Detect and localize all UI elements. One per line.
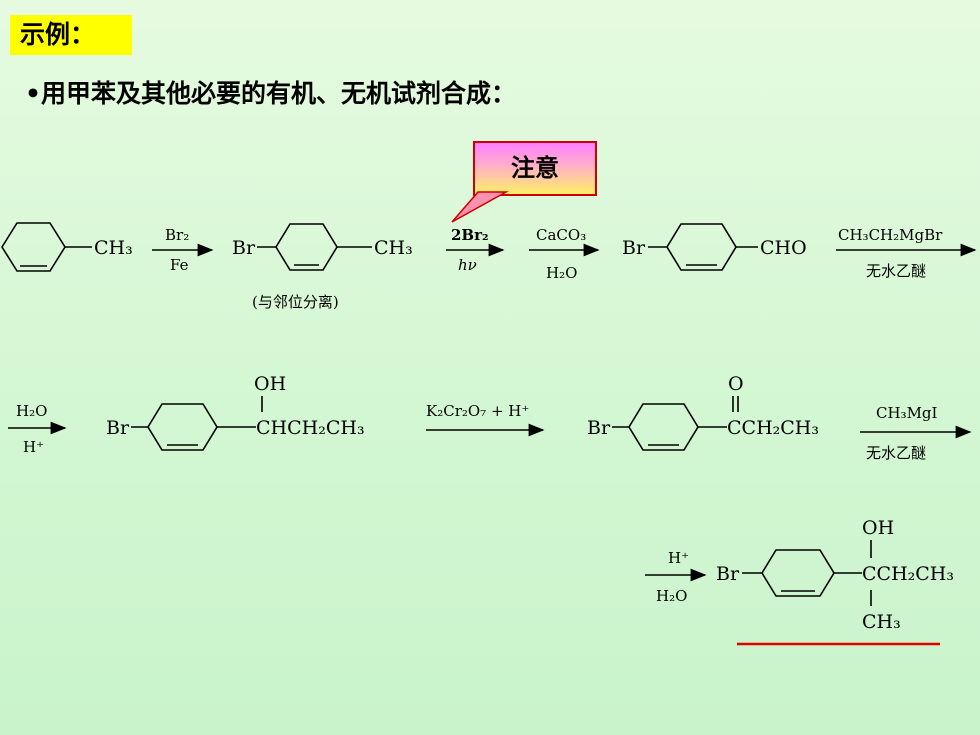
separation-note: (与邻位分离) (252, 293, 339, 311)
step8-acid: H⁺ (668, 549, 689, 567)
aldehyde-ring (648, 223, 758, 271)
aldehyde-group: CHO (760, 237, 807, 259)
step8-water: H₂O (656, 587, 687, 605)
alcohol-chain: CHCH₂CH₃ (256, 417, 365, 439)
step3-reagent: CaCO₃ (536, 226, 586, 244)
note-callout: 注意 (473, 141, 597, 196)
aldehyde-br: Br (622, 237, 646, 259)
alcohol-hydroxyl: OH (254, 373, 286, 395)
p-bromotoluene-methyl: CH₃ (374, 237, 413, 259)
step1-catalyst: Fe (170, 256, 189, 274)
step7-reagent: CH₃MgI (876, 404, 938, 422)
ketone-chain: CCH₂CH₃ (727, 417, 819, 439)
ketone-ring (612, 396, 739, 451)
product-hydroxyl: OH (862, 517, 894, 539)
step5-acid: H⁺ (23, 438, 44, 456)
step3-solvent: H₂O (546, 264, 577, 282)
product-ring (742, 540, 872, 606)
task-statement: •用甲苯及其他必要的有机、无机试剂合成： (25, 79, 516, 108)
step2-reagent: 2Br₂ (451, 226, 489, 244)
example-badge: 示例： (10, 15, 132, 55)
p-bromotoluene-ring (257, 223, 372, 271)
callout-pointer (451, 191, 509, 223)
ketone-br: Br (587, 417, 611, 439)
step7-solvent: 无水乙醚 (866, 444, 926, 462)
toluene-ring (1, 222, 92, 272)
step1-reagent: Br₂ (165, 226, 189, 244)
alcohol-br: Br (106, 417, 130, 439)
toluene-methyl: CH₃ (94, 237, 133, 259)
product-chain: CCH₂CH₃ (862, 563, 954, 585)
product-methyl: CH₃ (862, 611, 901, 633)
step6-reagent: K₂Cr₂O₇ + H⁺ (426, 402, 529, 420)
alcohol-ring (131, 396, 263, 451)
p-bromotoluene-br: Br (232, 237, 256, 259)
ketone-oxygen: O (728, 373, 744, 395)
step4-reagent: CH₃CH₂MgBr (838, 226, 943, 244)
product-br: Br (716, 563, 740, 585)
step5-reagent: H₂O (16, 402, 47, 420)
step4-solvent: 无水乙醚 (866, 262, 926, 280)
step2-condition: hν (458, 256, 477, 274)
